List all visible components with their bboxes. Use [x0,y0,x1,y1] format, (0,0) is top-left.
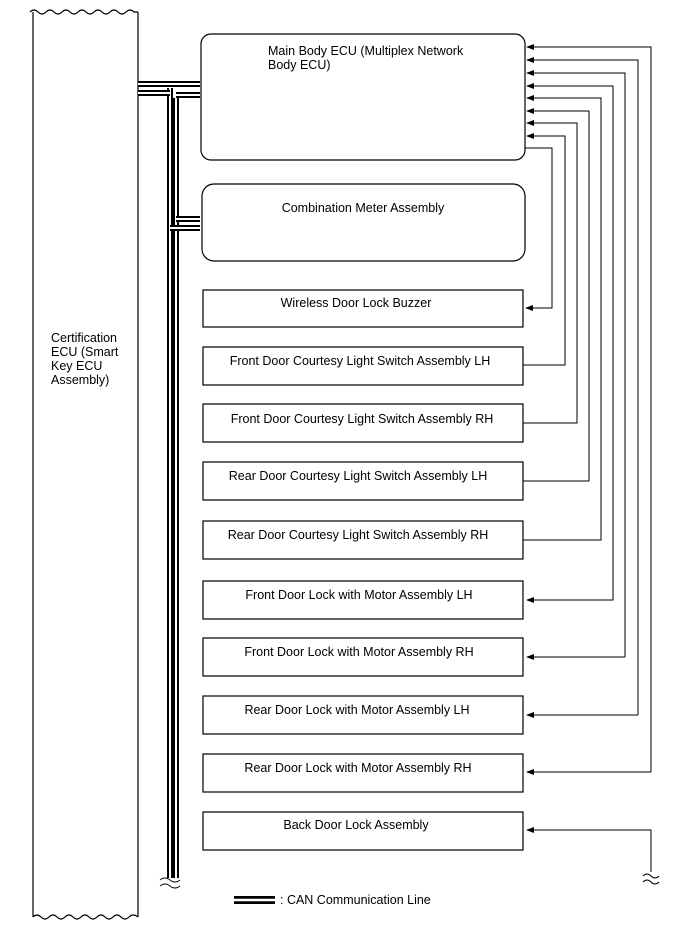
signal-lines [523,44,660,885]
component-label: Back Door Lock Assembly [283,818,429,832]
component-label: Front Door Courtesy Light Switch Assembl… [231,412,494,426]
break-mark [642,873,660,879]
certification-ecu-label: Certification ECU (Smart Key ECU Assembl… [51,331,118,387]
component-box [202,695,524,735]
component-box [202,637,524,677]
component-box [202,289,524,328]
component-label: Rear Door Courtesy Light Switch Assembly… [229,469,487,483]
component-label: Front Door Courtesy Light Switch Assembl… [230,354,491,368]
component-box [202,520,524,560]
label-line: Key ECU [51,359,103,373]
label-line: ECU (Smart [51,345,119,359]
component-label: Front Door Lock with Motor Assembly RH [244,645,473,659]
component-label: Front Door Lock with Motor Assembly LH [245,588,472,602]
component-box [202,346,524,386]
signal-line [525,147,553,311]
signal-line [526,57,639,715]
label-line: Main Body ECU (Multiplex Network [268,44,464,58]
signal-line [526,827,652,872]
signal-line [526,83,614,601]
component-box [202,753,524,793]
main-body-ecu-box [200,33,526,161]
component-box [202,403,524,443]
component-label: Rear Door Lock with Motor Assembly LH [244,703,469,717]
signal-line [523,120,578,424]
component-boxes: Wireless Door Lock Buzzer Front Door Cou… [202,289,524,851]
signal-line [526,44,652,772]
signal-line [523,133,566,366]
main-body-ecu-label: Main Body ECU (Multiplex Network Body EC… [268,44,463,72]
legend: : CAN Communication Line [234,893,431,907]
component-label: Wireless Door Lock Buzzer [281,296,432,310]
legend-label: : CAN Communication Line [280,893,431,907]
component-box [202,811,524,851]
signal-line [523,108,590,482]
can-bus [138,81,200,889]
label-line: Assembly) [51,373,110,387]
break-mark [642,879,660,885]
label-line: Body ECU) [268,58,331,72]
certification-ecu-block [29,9,139,920]
component-box [202,580,524,620]
signal-line [526,70,626,657]
combination-meter-box [201,183,526,262]
component-label: Rear Door Lock with Motor Assembly RH [244,761,471,775]
combination-meter-label: Combination Meter Assembly [282,201,445,215]
label-line: Certification [51,331,117,345]
signal-line [523,95,602,541]
component-label: Rear Door Courtesy Light Switch Assembly… [228,528,489,542]
